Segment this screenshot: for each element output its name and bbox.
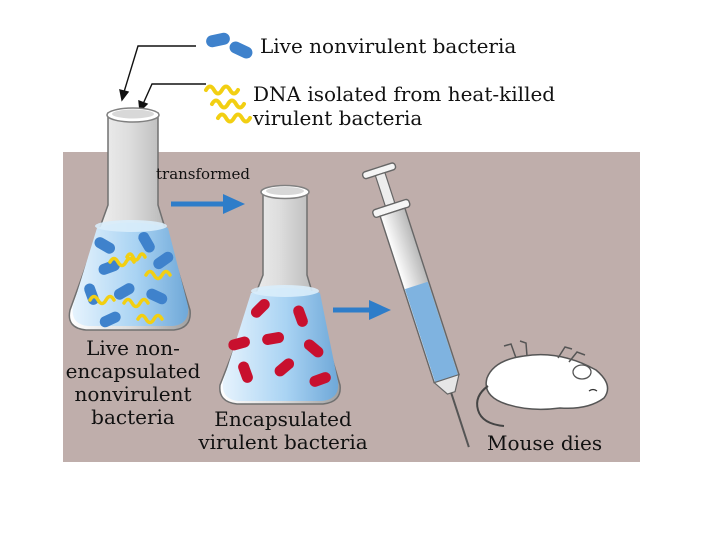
syringe xyxy=(361,162,470,448)
flask1-label-line: bacteria xyxy=(91,405,175,429)
flask2-liquid xyxy=(222,288,339,401)
flask1-dna-strands xyxy=(88,252,172,325)
flask1-label-line: encapsulated xyxy=(66,359,201,383)
legend-dna-label-line1: DNA isolated from heat-killed xyxy=(253,82,555,106)
syringe-liquid xyxy=(404,281,459,383)
flask1-label-line: nonvirulent xyxy=(74,382,191,406)
flask1-label: Live non- encapsulated nonvirulent bacte… xyxy=(66,336,201,429)
legend-dna-label-line2: virulent bacteria xyxy=(252,106,422,130)
flask2-label-line: Encapsulated xyxy=(214,407,352,431)
injection-arrow xyxy=(333,300,391,320)
mouse-label: Mouse dies xyxy=(487,431,602,455)
flask1-label-line: Live non- xyxy=(86,336,180,360)
flask-nonvirulent xyxy=(68,107,191,331)
flask1-blue-bacteria xyxy=(84,231,174,328)
flask-virulent xyxy=(219,184,341,405)
legend-bacteria-label: Live nonvirulent bacteria xyxy=(260,34,516,58)
mouse xyxy=(476,340,609,427)
flask2-label-line: virulent bacteria xyxy=(197,430,367,454)
flask2-red-bacteria xyxy=(228,298,331,387)
flask2-label: Encapsulated virulent bacteria xyxy=(197,407,367,454)
legend: Live nonvirulent bacteria DNA isolated f… xyxy=(119,32,555,130)
legend-pointer-lines xyxy=(119,45,206,113)
transformed-label: transformed xyxy=(156,165,250,183)
blue-bacteria-legend-icon xyxy=(206,32,253,59)
transformed-arrow: transformed xyxy=(156,165,250,214)
dna-legend-icon xyxy=(204,84,252,124)
